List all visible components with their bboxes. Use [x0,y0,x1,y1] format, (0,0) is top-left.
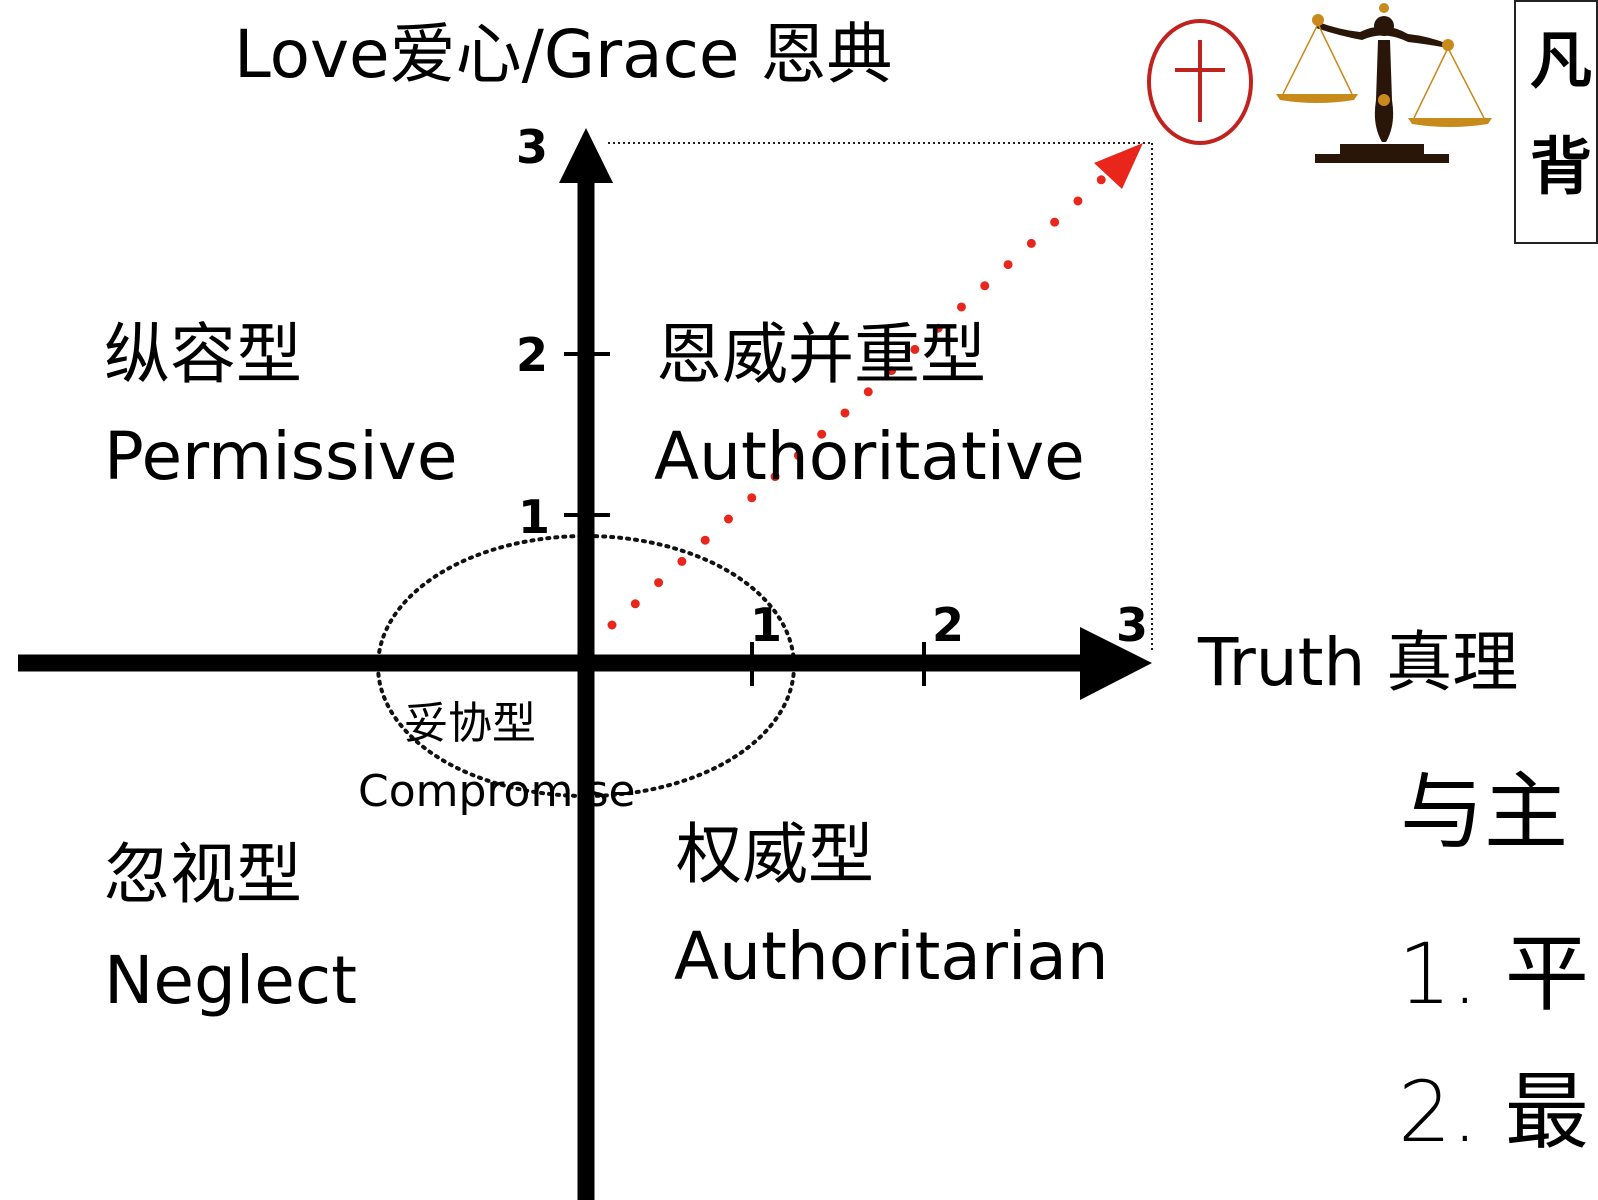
x-axis-title: Truth 真理 [1198,624,1519,701]
quadrant-authoritative-zh: 恩威并重型 [656,316,986,393]
x-tick-label-1: 1 [750,598,783,652]
balance-scales-icon [1276,3,1492,163]
quadrant-authoritarian-zh: 权威型 [676,816,874,893]
quadrant-authoritarian-en: Authoritarian [674,918,1109,995]
y-axis-title: Love爱心/Grace 恩典 [234,16,893,93]
clipped-heading: 与主 [1400,763,1569,861]
quadrant-neglect-zh: 忽视型 [104,836,302,913]
y-tick-label-1: 1 [518,490,551,544]
clipped-note-box: 凡 背 [1514,0,1598,244]
y-tick-label-3: 3 [516,120,549,174]
clipped-note-line-1: 凡 [1530,24,1593,97]
quadrant-compromise-en: Compromise [358,766,636,817]
cross-in-circle-icon [1147,19,1253,145]
diagram-canvas: Love爱心/Grace 恩典 Truth 真理 3 2 1 1 2 3 纵容型… [18,0,1598,1200]
parenting-style-diagram [18,3,1492,1200]
clipped-list-item-2: 2. 最 [1398,1063,1589,1161]
quadrant-permissive-zh: 纵容型 [104,316,302,393]
growth-arrowhead [1094,143,1143,189]
clipped-note-line-2: 背 [1530,130,1593,203]
y-axis-arrowhead [559,128,613,183]
quadrant-compromise-zh: 妥协型 [404,698,536,749]
quadrant-permissive-en: Permissive [104,418,458,495]
quadrant-authoritative-en: Authoritative [654,418,1085,495]
x-tick-label-3: 3 [1116,598,1149,652]
quadrant-neglect-en: Neglect [104,942,357,1019]
growth-arrow-line [607,165,1117,630]
x-tick-label-2: 2 [932,598,965,652]
y-tick-label-2: 2 [516,328,549,382]
x-axis-arrowhead [1080,627,1152,700]
clipped-list-item-1: 1. 平 [1398,925,1589,1023]
